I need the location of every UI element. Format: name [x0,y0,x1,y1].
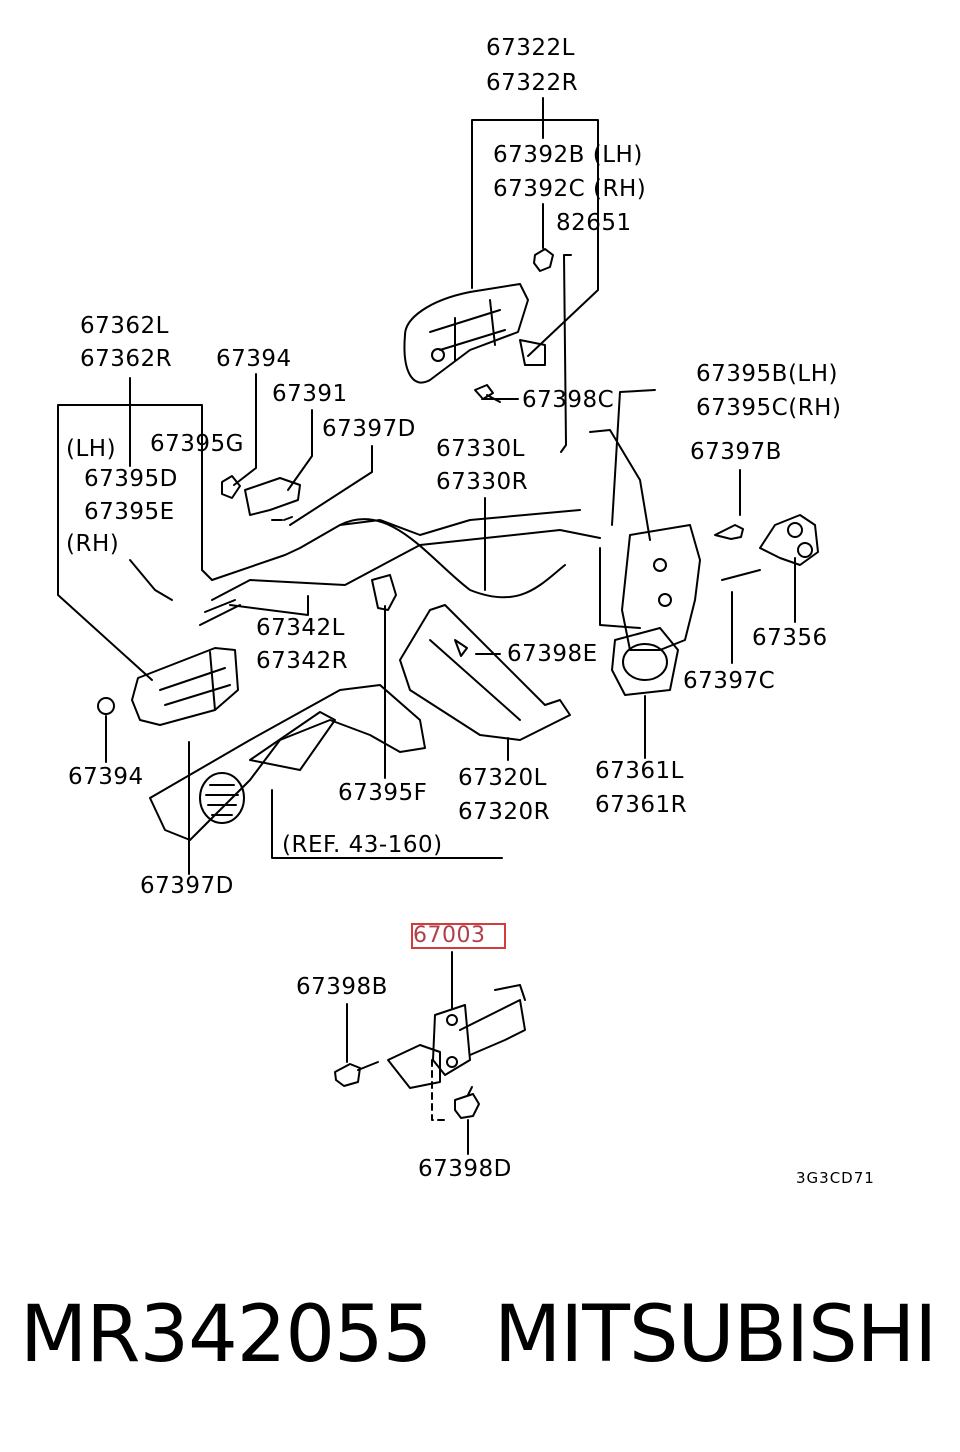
label-67361L: 67361L [595,758,684,784]
label-67398E: 67398E [507,641,598,667]
label-67397C: 67397C [683,668,776,694]
label-67391: 67391 [272,381,348,407]
brand-name: MITSUBISHI [494,1290,937,1380]
part-number: MR342055 [20,1290,432,1380]
label-67356: 67356 [752,625,828,651]
striker-drawing [759,514,819,566]
door-lock-drawing [611,524,761,696]
label-67342R: 67342R [256,648,349,674]
label-67392C: 67392C (RH) [493,176,647,202]
label-67361R: 67361R [595,792,688,818]
label-67392B: 67392B (LH) [493,142,643,168]
label-67395E: 67395E [84,499,175,525]
label-67398B: 67398B [296,974,388,1000]
leader-lines [57,97,796,1155]
label-67397D-bottom: 67397D [140,873,234,899]
label-67322R: 67322R [486,70,579,96]
inside-handle-drawing [97,475,301,726]
label-lh: (LH) [66,436,117,462]
diagram-code: 3G3CD71 [796,1169,875,1187]
outside-handle-drawing [403,248,554,403]
label-67003-highlighted[interactable]: 67003 [411,923,506,949]
label-67320R: 67320R [458,799,551,825]
label-67330R: 67330R [436,469,529,495]
label-67322L: 67322L [486,35,575,61]
cables-drawing [199,429,651,629]
label-67397D-top: 67397D [322,416,416,442]
label-67395G: 67395G [150,431,244,457]
label-67362L: 67362L [80,313,169,339]
label-67342L: 67342L [256,615,345,641]
door-check-drawing [334,984,526,1119]
label-67395C: 67395C(RH) [696,395,842,421]
label-67320L: 67320L [458,765,547,791]
door-lock-parts-diagram [57,97,819,1155]
label-67395D: 67395D [84,466,178,492]
label-67394-top: 67394 [216,346,292,372]
label-67398C: 67398C [522,387,615,413]
label-ref: (REF. 43-160) [282,832,443,858]
label-67330L: 67330L [436,436,525,462]
label-67398D: 67398D [418,1156,512,1182]
label-67362R: 67362R [80,346,173,372]
label-82651: 82651 [556,210,632,236]
label-67395B: 67395B(LH) [696,361,839,387]
label-67394-bottom: 67394 [68,764,144,790]
trim-panel-drawing [149,574,571,841]
label-rh: (RH) [66,531,120,557]
label-67397B: 67397B [690,439,782,465]
label-67395F: 67395F [338,780,428,806]
